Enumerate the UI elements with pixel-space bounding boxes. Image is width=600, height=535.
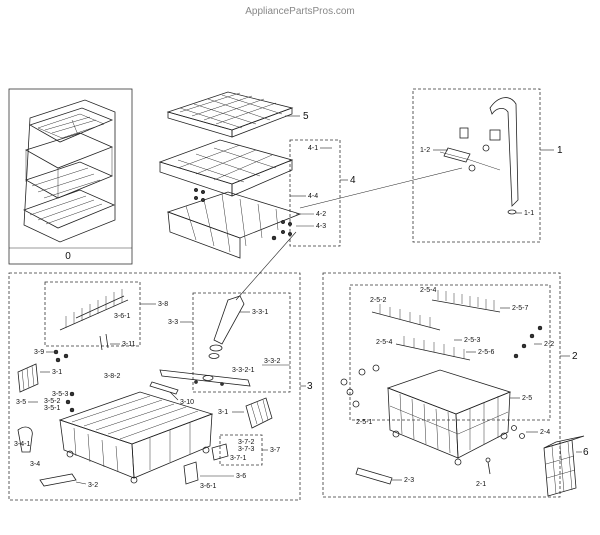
label-3-4-1: 3-4-1 xyxy=(14,441,30,448)
label-3-3: 3-3 xyxy=(168,319,178,326)
label-3-3-2: 3-3-2 xyxy=(264,358,280,365)
box-group-1 xyxy=(412,88,541,243)
leader-group-link-3 xyxy=(235,231,297,301)
part-3-2-illustration xyxy=(39,473,77,487)
leader-3-10 xyxy=(169,391,179,401)
part-3-4-illustration xyxy=(17,426,33,453)
label-3-10: 3-10 xyxy=(180,399,194,406)
label-3-7-2: 3-7-2 xyxy=(238,439,254,446)
label-3-6-1: 3-6-1 xyxy=(200,483,216,490)
label-3-11: 3-11 xyxy=(122,341,136,348)
lower-rack-2-illustration xyxy=(386,369,512,466)
label-3-3-2-1: 3-3-2-1 xyxy=(232,367,255,374)
leader-3-2 xyxy=(75,481,87,485)
leader-group-link-4 xyxy=(299,167,463,209)
dishwasher-rack-assembly-illustration xyxy=(23,99,116,243)
label-2-3: 2-3 xyxy=(404,477,414,484)
label-5: 5 xyxy=(303,111,309,122)
part-3-7-illustration xyxy=(211,443,229,461)
label-3-5-1: 3-5-1 xyxy=(44,405,60,412)
label-4-1: 4-1 xyxy=(308,145,318,152)
parts-3-9-illustration xyxy=(53,349,69,363)
label-3: 3 xyxy=(307,381,313,392)
label-3-8: 3-8 xyxy=(158,301,168,308)
box-assembly-0 xyxy=(8,88,133,265)
label-2-5-3: 2-5-3 xyxy=(464,337,480,344)
label-3-5: 3-5 xyxy=(16,399,26,406)
fasteners-4 xyxy=(193,187,293,241)
rack-clip-3-1-left-illustration xyxy=(17,363,39,393)
label-2-5-4-top: 2-5-4 xyxy=(420,287,436,294)
label-3-8-2: 3-8-2 xyxy=(104,373,120,380)
label-1-2: 1-2 xyxy=(420,147,430,154)
label-6: 6 xyxy=(583,447,589,458)
label-4-2: 4-2 xyxy=(316,211,326,218)
rack-4-4-frame-illustration xyxy=(166,191,302,259)
wheels-2-illustration xyxy=(340,364,380,408)
wheels-3-5-illustration xyxy=(65,391,75,413)
label-2-2: 2-2 xyxy=(544,341,554,348)
label-4: 4 xyxy=(350,175,356,186)
parts-2-2-illustration xyxy=(513,325,543,359)
label-3-1-left: 3-1 xyxy=(52,369,62,376)
part-2-3-illustration xyxy=(355,467,393,485)
label-2-5-2: 2-5-2 xyxy=(370,297,386,304)
box-subgroup-2-5 xyxy=(349,284,551,421)
box-group-3 xyxy=(8,272,301,501)
tray-5-illustration xyxy=(166,91,294,138)
label-2-5-1: 2-5-1 xyxy=(356,419,372,426)
label-3-9: 3-9 xyxy=(34,349,44,356)
part-3-10-illustration xyxy=(149,381,179,395)
label-2-1: 2-1 xyxy=(476,481,486,488)
tines-3-8-illustration xyxy=(59,289,129,331)
box-group-2 xyxy=(322,272,561,498)
label-0: 0 xyxy=(65,251,71,262)
lower-rack-3-illustration xyxy=(58,391,214,484)
label-3-7-3: 3-7-3 xyxy=(238,446,254,453)
spray-pipe-1-illustration xyxy=(439,97,519,215)
part-2-1-illustration xyxy=(485,457,491,475)
part-3-6-illustration xyxy=(183,461,199,485)
box-subgroup-3-3 xyxy=(192,292,291,393)
label-4-3: 4-3 xyxy=(316,223,326,230)
label-3-5-2: 3-5-2 xyxy=(44,398,60,405)
label-3-5-3: 3-5-3 xyxy=(52,391,68,398)
label-3-2: 3-2 xyxy=(88,482,98,489)
label-3-1-right: 3-1 xyxy=(218,409,228,416)
label-1: 1 xyxy=(557,145,563,156)
pins-3-11 xyxy=(99,333,109,351)
label-2-5: 2-5 xyxy=(522,395,532,402)
label-3-7-1: 3-7-1 xyxy=(230,455,246,462)
label-3-4: 3-4 xyxy=(30,461,40,468)
label-2-5-6: 2-5-6 xyxy=(478,349,494,356)
label-2-5-4-mid: 2-5-4 xyxy=(376,339,392,346)
label-3-7: 3-7 xyxy=(270,447,280,454)
label-1-1: 1-1 xyxy=(524,210,534,217)
tines-2-5-illustration xyxy=(371,290,501,361)
label-2: 2 xyxy=(572,351,578,362)
label-4-4: 4-4 xyxy=(308,193,318,200)
label-2-5-7: 2-5-7 xyxy=(512,305,528,312)
spray-arm-3-3-illustration xyxy=(159,295,251,387)
rack-4-1-illustration xyxy=(158,139,294,197)
box-subgroup-3-7 xyxy=(219,434,263,466)
cutlery-basket-6-illustration xyxy=(543,435,585,497)
label-3-6-1-top: 3-6-1 xyxy=(114,313,130,320)
watermark: AppliancePartsPros.com xyxy=(245,6,355,17)
label-2-4: 2-4 xyxy=(540,429,550,436)
box-subgroup-3-8 xyxy=(44,281,141,347)
rack-clip-3-1-right-illustration xyxy=(245,397,273,429)
label-3-6: 3-6 xyxy=(236,473,246,480)
parts-2-4-illustration xyxy=(511,425,525,439)
label-3-3-1: 3-3-1 xyxy=(252,309,268,316)
